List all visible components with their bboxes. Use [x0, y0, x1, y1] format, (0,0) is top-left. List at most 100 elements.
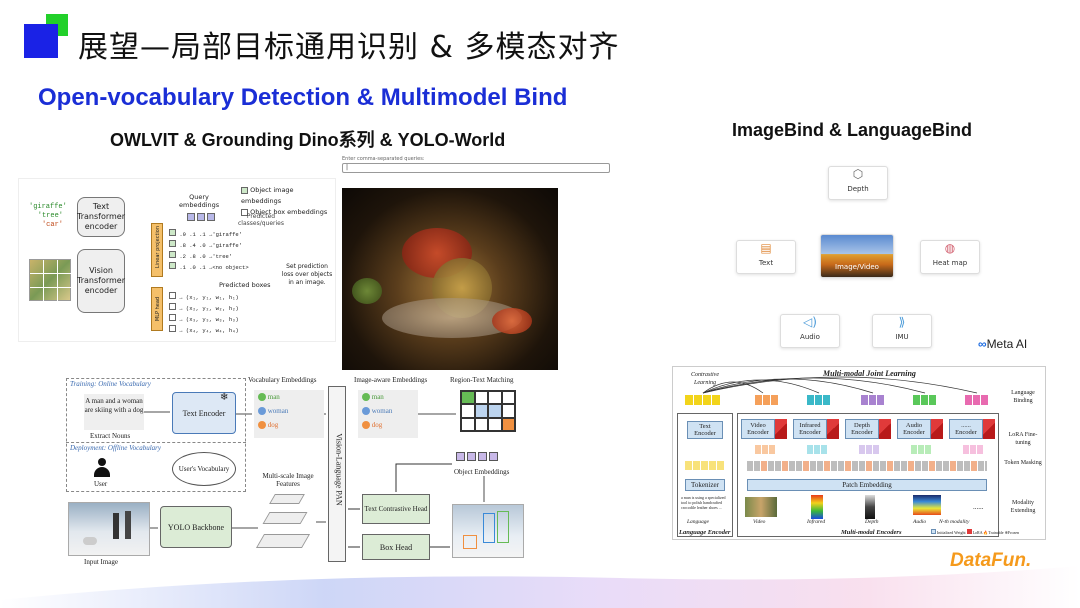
ellipsis-label: ...... [973, 503, 984, 511]
object-embeddings-label: Object Embeddings [454, 468, 510, 476]
object-embeddings-row [456, 452, 498, 461]
vocab-embedding-list: man woman dog [254, 390, 324, 438]
video-encoder-block: Video Encoder [741, 419, 775, 439]
languagebind-diagram: Multi-modal Joint Learning Contrastive L… [672, 366, 1046, 540]
tokenizer-block: Tokenizer [685, 479, 725, 491]
language-encoder-region [677, 413, 733, 537]
language-binding-label: Language Binding [1011, 390, 1035, 404]
slide-title: 展望—局部目标通用识别 & 多模态对齐 [78, 30, 620, 65]
pred-row: .2 .8 .0 →'tree' [169, 251, 249, 262]
lora-label: LoRA Fine-tuning [1008, 432, 1038, 446]
text-encoder-block: Text Encoder [687, 421, 723, 439]
modality-extending-label: Modality Extending [1010, 500, 1036, 514]
image-aware-list: man woman dog [358, 390, 418, 438]
speaker-icon: ◁) [803, 315, 817, 329]
vision-transformer-encoder: Vision Transformer encoder [77, 249, 125, 313]
query-input[interactable]: | [342, 163, 610, 173]
infrared-encoder-block: Infrared Encoder [793, 419, 827, 439]
query-giraffe: 'giraffe' [29, 203, 67, 211]
sample-text: a man is using a specialized tool to pol… [681, 495, 726, 510]
box-head: Box Head [362, 534, 430, 560]
contrastive-learning-label: Contrastive Learning [691, 372, 719, 386]
depth-thumb [865, 495, 875, 519]
left-section-title: OWLVIT & Grounding Dino系列 & YOLO-World [110, 130, 506, 150]
predicted-classes-label: Predicted classes/queries [238, 213, 284, 227]
vision-language-pan: Vision-Language PAN [328, 386, 346, 562]
input-image-label: Input Image [84, 558, 119, 566]
modality-tokens-colored [747, 445, 987, 455]
lora-blocks [775, 419, 995, 439]
language-tokens [685, 461, 725, 470]
yolo-arrows [144, 411, 485, 548]
extract-nouns-label: Extract Nouns [90, 432, 131, 440]
box-rows: → (x₁, y₁, w₁, h₁) → (x₂, y₂, w₂, h₂) → … [169, 292, 239, 336]
modal-label-language: Language [687, 519, 709, 525]
modality-text: ▤ Text [736, 240, 796, 274]
right-section-title: ImageBind & LanguageBind [732, 120, 973, 140]
prediction-rows: .9 .1 .1 →'giraffe' .8 .4 .0 →'giraffe' … [169, 229, 249, 273]
thermometer-icon: ◍ [944, 241, 956, 255]
pred-row: .1 .0 .1 →<no object> [169, 262, 249, 273]
language-encoder-label: Language Encoder [679, 529, 731, 536]
cube-icon: ⬡ [852, 167, 864, 181]
token-masking-label: Token Masking [1004, 460, 1042, 466]
modality-audio: ◁) Audio [780, 314, 840, 348]
datafun-logo: DataFun. [950, 550, 1032, 571]
depth-encoder-block: Depth Encoder [845, 419, 879, 439]
binding-tokens [685, 395, 989, 407]
query-embeddings-label: Query embeddings [179, 193, 220, 209]
input-image [68, 502, 150, 556]
meta-ai-logo: ∞Meta AI [978, 337, 1028, 351]
linear-projection: Linear projection [151, 223, 163, 277]
training-label: Training: Online Vocabulary [70, 380, 151, 388]
yolo-world-diagram: Training: Online Vocabulary A man and a … [64, 372, 534, 568]
document-icon: ▤ [760, 241, 772, 255]
user-label: User [94, 480, 108, 488]
pred-row: .9 .1 .1 →'giraffe' [169, 229, 249, 240]
binding-arcs [702, 376, 978, 394]
multimodal-encoder-region [737, 413, 999, 537]
infrared-thumb [811, 495, 823, 519]
bottom-decoration [0, 566, 1080, 608]
slide-subtitle: Open-vocabulary Detection & Multimodel B… [38, 84, 568, 111]
logo-blue-square [24, 24, 58, 58]
query-prompt-label: Enter comma-separated queries: [342, 156, 425, 162]
owl-legend: Object image embeddings Object box embed… [241, 186, 328, 216]
predicted-boxes-label: Predicted boxes [219, 281, 271, 289]
patch-embedding-block: Patch Embedding [747, 479, 987, 491]
deployment-label: Deployment: Offline Vocabulary [70, 444, 161, 452]
query-tree: 'tree' [37, 212, 63, 220]
mm-encoders-label: Multi-modal Encoders [841, 529, 902, 536]
query-car: 'car' [41, 221, 63, 229]
modality-tokens-masked [747, 461, 987, 471]
image-aware-label: Image-aware Embeddings [354, 376, 428, 384]
grounding-demo-panel: Enter comma-separated queries: | [340, 156, 612, 370]
user-icon [94, 458, 110, 478]
modality-depth: ⬡ Depth [828, 166, 888, 200]
mlp-head: MLP head [151, 287, 163, 331]
audio-encoder-block: Audio Encoder [897, 419, 931, 439]
output-detection-image [452, 504, 524, 558]
caption-box: A man and a woman are skiing with a dog [84, 394, 144, 430]
modality-image-video: Image/Video [820, 234, 894, 278]
set-prediction-label: Set prediction loss over objects in an i… [281, 263, 333, 286]
vocab-embeddings-label: Vocabulary Embeddings [248, 376, 317, 384]
query-embeddings-row [187, 213, 215, 221]
text-transformer-encoder: Text Transformer encoder [77, 197, 125, 237]
joint-learning-title: Multi-modal Joint Learning [823, 369, 916, 378]
lb-legend: Initialized Weight LoRA 🔥Trainable ❄Froz… [931, 529, 1045, 535]
motion-icon: ⟫ [898, 315, 906, 329]
text-contrastive-head: Text Contrastive Head [362, 494, 430, 524]
modality-heatmap: ◍ Heat map [920, 240, 980, 274]
yolo-text-encoder: Text Encoder [172, 392, 236, 434]
video-thumb [745, 497, 777, 517]
box-row: → (x₄, y₄, w₄, h₄) [169, 325, 239, 336]
snowflake-icon: ❄ [220, 392, 229, 403]
vocabulary-region [66, 378, 246, 492]
box-row: → (x₂, y₂, w₂, h₂) [169, 303, 239, 314]
divider-line [66, 442, 246, 443]
input-image-patches [29, 259, 72, 302]
pred-row: .8 .4 .0 →'giraffe' [169, 240, 249, 251]
owlvit-diagram: 'giraffe' 'tree' 'car' Text Transformer … [18, 178, 336, 342]
region-text-label: Region-Text Matching [450, 376, 514, 384]
